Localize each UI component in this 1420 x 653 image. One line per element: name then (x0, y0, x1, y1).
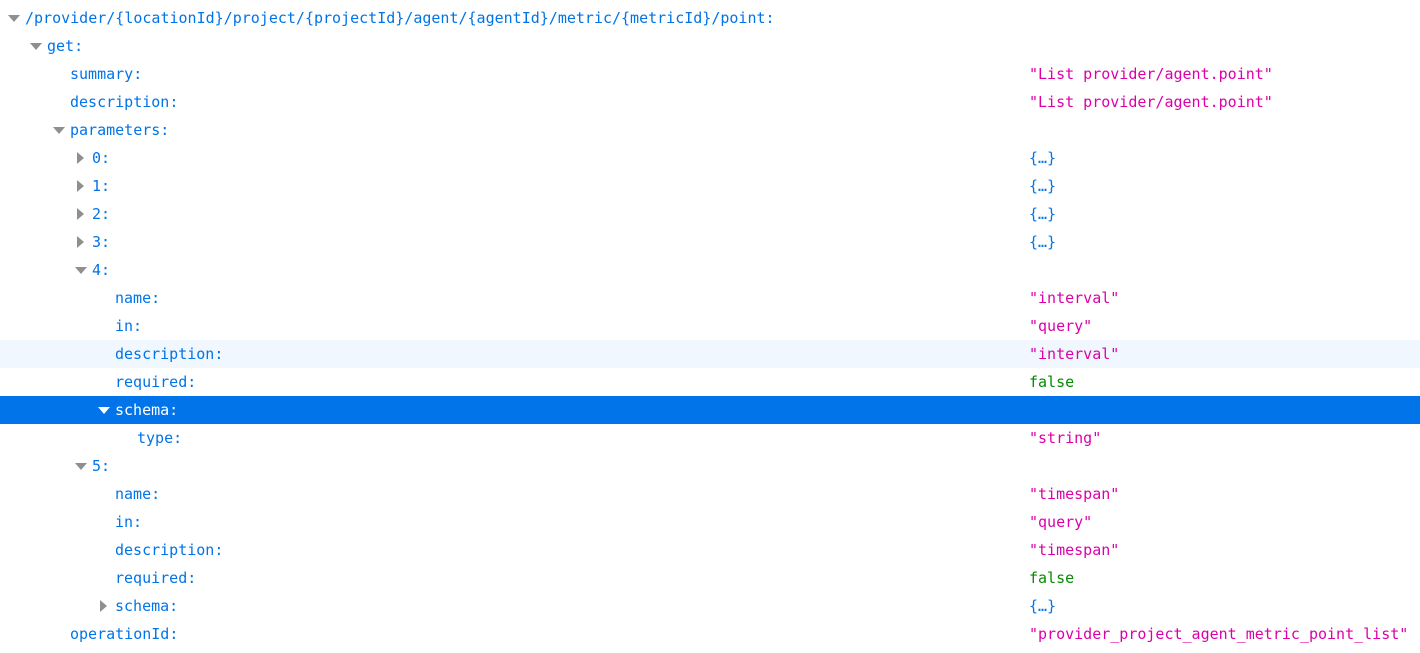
tree-row[interactable]: name: "interval" (0, 284, 1420, 312)
tree-row[interactable]: operationId: "provider_project_agent_metr… (0, 620, 1420, 648)
row-value: false (1029, 569, 1075, 587)
row-key: summary: (70, 65, 143, 83)
tree-row[interactable]: /provider/{locationId}/project/{projectI… (0, 4, 1420, 32)
row-key: 1: (92, 177, 111, 195)
row-key: get: (47, 37, 84, 55)
row-key: 0: (92, 149, 111, 167)
tree-row[interactable]: 0: {…} (0, 144, 1420, 172)
row-value: "query" (1029, 317, 1093, 335)
row-key: 5: (92, 457, 111, 475)
row-key: name: (115, 289, 161, 307)
tree-row[interactable]: get: (0, 32, 1420, 60)
row-key: description: (115, 541, 224, 559)
row-key: schema: (115, 401, 179, 419)
row-value: false (1029, 373, 1075, 391)
collapse-arrow-right-icon[interactable] (74, 144, 88, 172)
expand-arrow-down-icon[interactable] (52, 116, 66, 144)
tree-row[interactable]: required: false (0, 564, 1420, 592)
tree-row[interactable]: description: "List provider/agent.point" (0, 88, 1420, 116)
row-key: operationId: (70, 625, 179, 643)
row-key: 3: (92, 233, 111, 251)
expand-arrow-down-icon[interactable] (97, 396, 111, 424)
row-key: description: (70, 93, 179, 111)
row-key: schema: (115, 597, 179, 615)
row-key: /provider/{locationId}/project/{projectI… (25, 9, 775, 27)
row-value: "string" (1029, 429, 1102, 447)
tree-row[interactable]: 5: (0, 452, 1420, 480)
row-value: {…} (1029, 205, 1057, 223)
row-key: parameters: (70, 121, 170, 139)
row-value: "interval" (1029, 289, 1120, 307)
json-tree: /provider/{locationId}/project/{projectI… (0, 4, 1420, 648)
expand-arrow-down-icon[interactable] (74, 452, 88, 480)
tree-row[interactable]: 3: {…} (0, 228, 1420, 256)
row-value: {…} (1029, 597, 1057, 615)
tree-row[interactable]: type: "string" (0, 424, 1420, 452)
row-value: "List provider/agent.point" (1029, 65, 1273, 83)
row-value: "timespan" (1029, 485, 1120, 503)
row-key: 2: (92, 205, 111, 223)
row-value: {…} (1029, 149, 1057, 167)
tree-row[interactable]: 1: {…} (0, 172, 1420, 200)
tree-row-selected[interactable]: schema: (0, 396, 1420, 424)
collapse-arrow-right-icon[interactable] (74, 172, 88, 200)
row-key: in: (115, 513, 143, 531)
tree-row[interactable]: name: "timespan" (0, 480, 1420, 508)
row-value: "List provider/agent.point" (1029, 93, 1273, 111)
row-value: {…} (1029, 233, 1057, 251)
tree-row[interactable]: in: "query" (0, 508, 1420, 536)
row-key: required: (115, 373, 197, 391)
tree-row[interactable]: 2: {…} (0, 200, 1420, 228)
expand-arrow-down-icon[interactable] (7, 4, 21, 32)
row-key: description: (115, 345, 224, 363)
tree-row[interactable]: parameters: (0, 116, 1420, 144)
tree-row[interactable]: required: false (0, 368, 1420, 396)
collapse-arrow-right-icon[interactable] (74, 228, 88, 256)
row-key: in: (115, 317, 143, 335)
tree-row[interactable]: 4: (0, 256, 1420, 284)
row-value: "query" (1029, 513, 1093, 531)
tree-row[interactable]: summary: "List provider/agent.point" (0, 60, 1420, 88)
tree-row-hover[interactable]: description: "interval" (0, 340, 1420, 368)
row-value: "interval" (1029, 345, 1120, 363)
expand-arrow-down-icon[interactable] (74, 256, 88, 284)
tree-row[interactable]: in: "query" (0, 312, 1420, 340)
collapse-arrow-right-icon[interactable] (97, 592, 111, 620)
row-key: name: (115, 485, 161, 503)
tree-row[interactable]: description: "timespan" (0, 536, 1420, 564)
row-key: required: (115, 569, 197, 587)
row-key: type: (137, 429, 183, 447)
row-value: "provider_project_agent_metric_point_lis… (1029, 625, 1409, 643)
expand-arrow-down-icon[interactable] (29, 32, 43, 60)
row-key: 4: (92, 261, 111, 279)
row-value: "timespan" (1029, 541, 1120, 559)
tree-row[interactable]: schema: {…} (0, 592, 1420, 620)
row-value: {…} (1029, 177, 1057, 195)
collapse-arrow-right-icon[interactable] (74, 200, 88, 228)
